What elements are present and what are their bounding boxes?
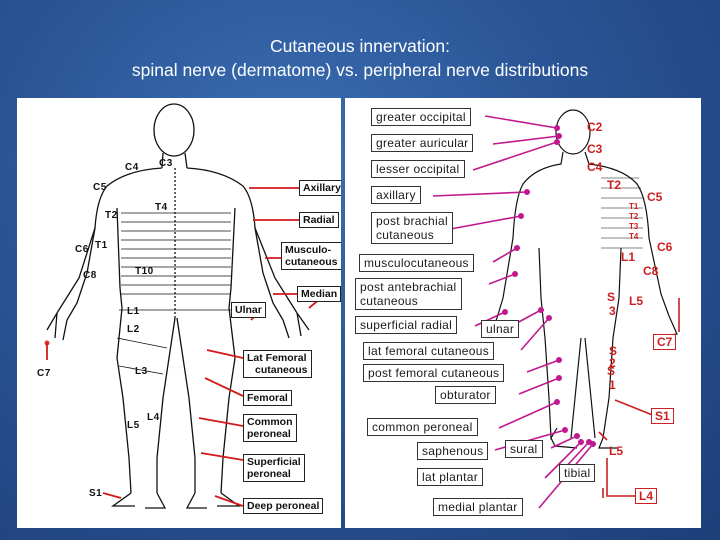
nerve-label-ulnar: ulnar: [481, 320, 520, 338]
nerve-label-sural: sural: [505, 440, 543, 458]
segment-label-s3-letter: S: [607, 290, 616, 304]
segment-label-t1: T1: [95, 240, 108, 251]
segment-label-c7: C7: [37, 368, 51, 379]
segment-label-c8: C8: [83, 270, 97, 281]
nerve-label-medial-plantar: medial plantar: [433, 498, 523, 516]
segment-label-l3: L3: [135, 366, 148, 377]
segment-label-l5-upper: L5: [629, 294, 644, 308]
nerve-label-axillary: axillary: [371, 186, 421, 204]
segment-label-t2: T2: [629, 212, 639, 221]
segment-label-t1: T1: [629, 202, 639, 211]
nerve-label-greater-occipital: greater occipital: [371, 108, 471, 126]
nerve-label-tibial: tibial: [559, 464, 596, 482]
segment-label-t4: T4: [629, 232, 639, 241]
segment-label-c7: C7: [653, 334, 677, 350]
nerve-label-common-peroneal: common peroneal: [367, 418, 478, 436]
segment-label-s2-upper-letter: S: [609, 344, 618, 358]
nerve-label-axillary: Axillary: [299, 180, 341, 196]
nerve-label-post-antebrachial-cutaneous: post antebrachial cutaneous: [355, 278, 462, 310]
title-line-1: Cutaneous innervation:: [270, 36, 450, 56]
segment-label-c5: C5: [93, 182, 107, 193]
anterior-dermatome-figure: C4 C3 C5 T2 T4 C6 T1 C8 T10 L1 L2 C7 L3 …: [17, 98, 341, 528]
nerve-label-lat-femoral-cutaneous: Lat Femoral cutaneous: [243, 350, 312, 378]
segment-label-t2-upper: T2: [607, 178, 622, 192]
segment-label-s3-number: 3: [609, 304, 616, 318]
segment-label-t3: T3: [629, 222, 639, 231]
segment-label-c4: C4: [587, 160, 603, 174]
segment-label-l5: L5: [127, 420, 140, 431]
nerve-label-superficial-peroneal: Superficial peroneal: [243, 454, 305, 482]
segment-label-c5: C5: [647, 190, 663, 204]
nerve-label-femoral: Femoral: [243, 390, 292, 406]
segment-label-l4: L4: [635, 488, 658, 504]
nerve-label-lesser-occipital: lesser occipital: [371, 160, 465, 178]
segment-label-t10: T10: [135, 266, 154, 277]
segment-label-c4: C4: [125, 162, 139, 173]
title-line-2: spinal nerve (dermatome) vs. peripheral …: [131, 60, 589, 80]
nerve-label-greater-auricular: greater auricular: [371, 134, 474, 152]
nerve-label-superficial-radial: superficial radial: [355, 316, 458, 334]
nerve-label-ulnar: Ulnar: [231, 302, 266, 318]
nerve-label-lat-plantar: lat plantar: [417, 468, 483, 486]
nerve-label-common-peroneal: Common peroneal: [243, 414, 297, 442]
nerve-label-musculocutaneous: musculocutaneous: [359, 254, 474, 272]
segment-label-c2: C2: [587, 120, 603, 134]
nerve-label-obturator: obturator: [435, 386, 496, 404]
segment-label-c8: C8: [643, 264, 659, 278]
segment-label-c3: C3: [159, 158, 173, 169]
nerve-label-post-femoral-cutaneous: post femoral cutaneous: [363, 364, 505, 382]
nerve-label-radial: Radial: [299, 212, 339, 228]
segment-label-s1: S1: [651, 408, 674, 424]
segment-label-s2-upper-number: 2: [609, 356, 616, 370]
nerve-label-musculocutaneous: Musculo- cutaneous: [281, 242, 341, 270]
segment-label-s2-number: 1: [609, 378, 616, 392]
posterior-nerve-figure: greater occipital greater auricular less…: [345, 98, 701, 528]
segment-label-l1: L1: [127, 306, 140, 317]
slide-title: Cutaneous innervation: spinal nerve (der…: [0, 34, 720, 82]
segment-label-l1: L1: [621, 250, 636, 264]
nerve-label-lat-femoral-cutaneous: lat femoral cutaneous: [363, 342, 495, 360]
segment-label-c6: C6: [75, 244, 89, 255]
nerve-label-saphenous: saphenous: [417, 442, 489, 460]
segment-label-l5-lower: L5: [609, 444, 624, 458]
segment-label-l4: L4: [147, 412, 160, 423]
segment-label-l2: L2: [127, 324, 140, 335]
nerve-label-median: Median: [297, 286, 341, 302]
segment-label-c3: C3: [587, 142, 603, 156]
segment-label-t2: T2: [105, 210, 118, 221]
segment-label-s2-letter: S: [607, 364, 616, 378]
segment-label-c6: C6: [657, 240, 673, 254]
nerve-label-post-brachial-cutaneous: post brachial cutaneous: [371, 212, 453, 244]
anterior-body-outline: [44, 103, 322, 509]
nerve-label-deep-peroneal: Deep peroneal: [243, 498, 324, 514]
segment-label-s1: S1: [89, 488, 103, 499]
segment-label-t4: T4: [155, 202, 168, 213]
